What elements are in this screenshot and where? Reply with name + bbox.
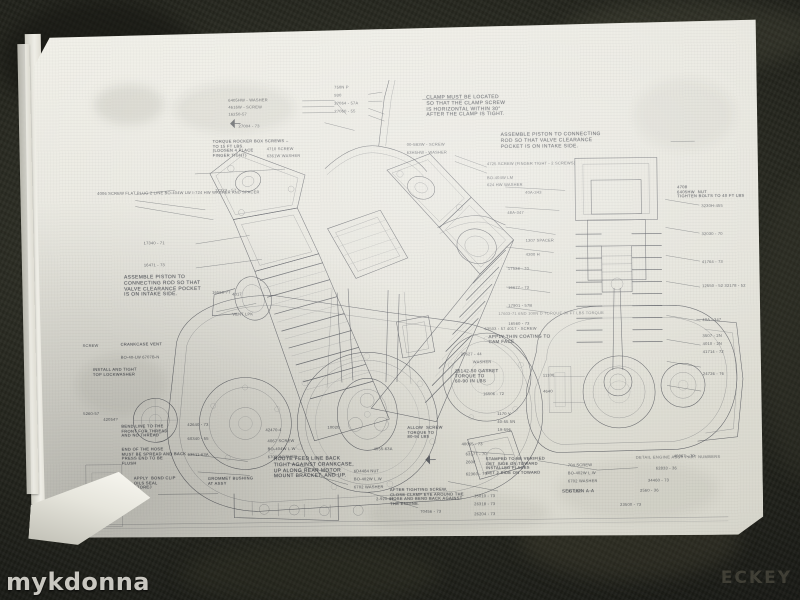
part-callout: 40065 - 73 — [461, 441, 483, 447]
note-grommet: GROMMET BUSHING AT ASSY — [207, 475, 254, 486]
part-callout: 750N P — [334, 84, 349, 90]
part-callout: 63503 - 57 4017 - SCREW — [484, 325, 537, 332]
part-callout: 4055-63A — [373, 446, 393, 452]
note-feed-line: BEND LINE TO THE FRONT FOR THREAD AND NO… — [121, 423, 168, 438]
part-callout: 27064 - 57A — [334, 100, 359, 106]
watermark-eckey: ECKEY — [720, 568, 792, 588]
part-callout: 17901 - 57B — [508, 302, 533, 308]
part-callout: 63177 - 70 — [465, 451, 487, 457]
note-piston-left: ASSEMBLE PISTON TO CONNECTING ROD SO THA… — [123, 274, 202, 299]
part-callout: 32030 - 70 — [701, 230, 723, 237]
part-callout: 4725 SCREW (FINGER TIGHT - 2 SCREWS) — [486, 160, 576, 167]
part-callout: 1307 SPACER — [525, 237, 555, 243]
part-callout: 42640 - 73 — [187, 421, 209, 428]
part-callout: WASHER — [472, 359, 492, 365]
part-callout: 17340 - 71 — [143, 240, 165, 246]
note-cam-face: APPLY THIN COATING TO CAM FACE — [488, 333, 551, 345]
part-callout: 4067 SCREW — [267, 438, 295, 444]
part-callout: 48A-347 — [507, 209, 524, 215]
part-callout: 17603-71 6ND 100N D TORQUE 90 FT LBS TOR… — [498, 310, 604, 317]
note-tighten-bolts: 4708 6405HW NUT TIGHTEN BOLTS TO 40 FT L… — [677, 184, 745, 199]
note-route-feed: ROUTE FEED LINE BACK TIGHT AGAINST CRANK… — [273, 455, 354, 480]
part-callout: 4010 - 2N — [702, 340, 723, 347]
part-callout: 60340 - 55 — [187, 435, 209, 442]
part-callout: SCREW — [82, 342, 99, 349]
note-clamp: CLAMP MUST BE LOCATED SO THAT THE CLAMP … — [426, 94, 506, 119]
part-callout: 6702 WASHER — [353, 484, 384, 490]
part-callout: 6702 WASHER — [267, 453, 298, 460]
part-callout: 16677 - 73 — [508, 284, 530, 290]
part-callout: 4300 H — [525, 251, 540, 257]
part-callout: 40367 - 70 — [673, 453, 695, 459]
part-callout: 42054? — [103, 416, 118, 422]
watermark-mykdonna: mykdonna — [6, 568, 150, 596]
part-callout: 2600 — [465, 459, 476, 465]
part-callout: BO-404W LM — [486, 174, 514, 181]
part-callout: 4710 SCREW — [266, 146, 294, 152]
part-callout: 62360 - 73 — [465, 471, 488, 477]
part-callout: 63511-63A — [187, 451, 209, 458]
part-callout: 41714 - 72 — [702, 348, 724, 355]
note-bond-clip: APPLY BOND CLIP OILS SEAL STOREJ — [133, 475, 176, 490]
part-callout: VENT LPK — [232, 311, 254, 317]
part-callout: 19-596 — [497, 426, 512, 433]
part-callout: 00-5B3W - SCREW — [406, 141, 445, 147]
part-callout: 40A - 347 — [702, 316, 722, 323]
part-callout: BO-402W L.W — [353, 476, 382, 482]
part-callout: 3507 - 2N — [702, 332, 722, 339]
part-callout: 63H5HW - WASHER — [406, 149, 448, 155]
part-callout: 24726 - 76 — [702, 370, 725, 377]
part-callout: 16506 - 72 — [483, 390, 505, 397]
part-callout: 42470-4 — [265, 427, 282, 433]
part-callout: 6D4484 NUT — [353, 468, 380, 474]
part-callout: 6361W WASHER — [266, 152, 301, 159]
part-callout: 16560-77 — [212, 289, 231, 295]
part-callout: 5260-57 — [83, 410, 100, 417]
part-callout: 17538 - 70 — [507, 265, 530, 271]
part-callout: 4640 — [543, 388, 553, 394]
part-callout: 3230H-455 — [701, 202, 723, 209]
background-texture-blotch — [760, 180, 800, 480]
part-callout: 930 — [334, 92, 342, 98]
note-piston-right: ASSEMBLE PISTON TO CONNECTING ROD SO THA… — [500, 131, 601, 150]
note-crankcase-vent: CRANKCASE VENT — [120, 341, 163, 347]
part-callout: BO-404W L.W — [267, 445, 296, 452]
part-callout: 16471 - 73 — [143, 262, 166, 268]
note-allow-screw: ALLOW SCREW TORQUE TO 80-94 LBS — [407, 424, 443, 440]
part-callout: 27060 - 55 — [334, 108, 356, 114]
part-callout: 12550 - 52 32178 - 52 — [702, 282, 746, 289]
part-callout: 11100 — [542, 372, 555, 378]
note-stamp: STAMPED TO BE VERIFIED GET SIDE ON TOWAR… — [485, 455, 546, 476]
part-callout: 1170 V — [497, 410, 511, 417]
background-texture-blotch — [180, 545, 440, 600]
part-callout: 4017 — [232, 291, 242, 297]
part-callout: 10020 — [327, 424, 340, 430]
engine-drawing: .l {fill:none;stroke:#4a4d54;stroke-widt… — [34, 19, 764, 542]
part-callout: 41764 - 73 — [701, 258, 724, 265]
part-callout: 624 HW WASHER — [487, 181, 523, 188]
part-callout: 25627 - 44 — [460, 351, 482, 357]
part-callout: 40A-343 — [525, 189, 542, 195]
part-callout: 40-55 5N — [497, 418, 516, 425]
blueprint-sheet: .l {fill:none;stroke:#4a4d54;stroke-widt… — [34, 19, 764, 542]
note-oil-hose: END OF THE HOSE MUST BE SPREAD AND BACK … — [121, 446, 187, 466]
